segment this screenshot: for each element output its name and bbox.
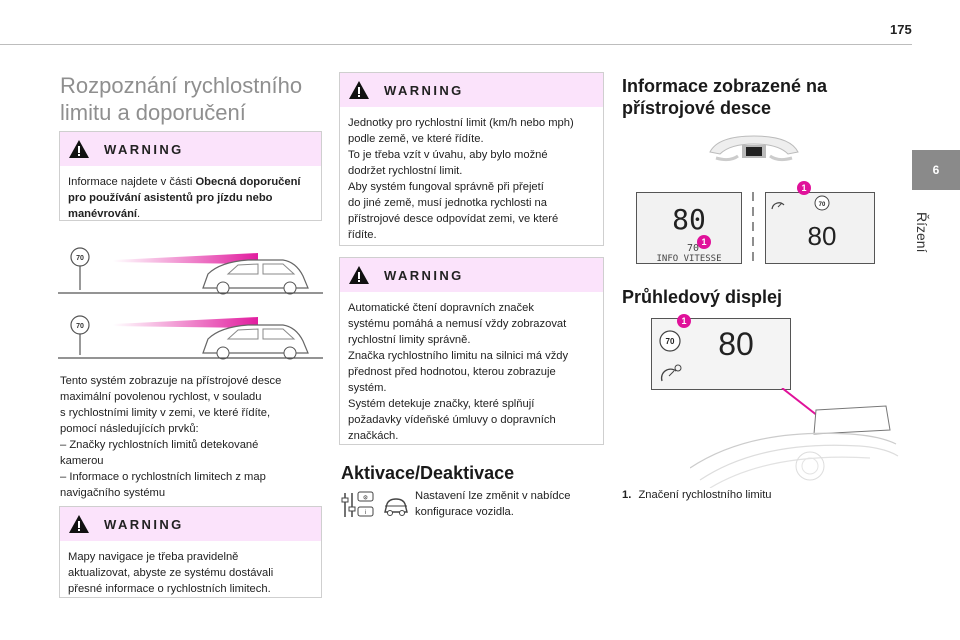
warning-title: WARNING xyxy=(104,516,184,532)
warning-text-link: Obecná doporučení pro používání asistent… xyxy=(68,176,301,220)
intro-line: s rychlostními limity v zemi, ve které ř… xyxy=(60,407,271,419)
hud-display: 70 80 xyxy=(651,318,791,390)
activation-text: Nastavení lze změnit v nabídce konfigura… xyxy=(415,488,605,520)
camera-detection-illustration-2: 70 xyxy=(58,315,323,360)
warning-triangle-icon xyxy=(69,140,89,158)
camera-detection-illustration-1: 70 xyxy=(58,247,323,295)
warning-box-general: WARNING Informace najdete v části Obecná… xyxy=(59,131,322,221)
intro-line: navigačního systému xyxy=(60,487,166,499)
hud-speed: 80 xyxy=(718,326,754,362)
warning-header: WARNING xyxy=(60,507,321,541)
figure-caption: 1. Značení rychlostního limitu xyxy=(622,489,772,501)
vehicle-settings-icon xyxy=(384,498,408,516)
dashboard-thumbnail-icon xyxy=(709,135,799,162)
warning-line: systému pomáhá a nemusí vždy zobrazovat xyxy=(348,318,567,330)
hud-heading: Průhledový displej xyxy=(622,287,783,307)
callout-marker-1: 1 xyxy=(677,314,691,328)
intro-line: – Značky rychlostních limitů detekované xyxy=(60,439,259,451)
warning-line: Jednotky pro rychlostní limit (km/h nebo… xyxy=(348,117,574,129)
cluster-left-limit: 70 xyxy=(687,243,699,254)
intro-line: kamerou xyxy=(60,455,104,467)
section-title: Rozpoznání rychlostního limitu a doporuč… xyxy=(60,72,330,126)
warning-line: požadavky vídeňské úmluvy o dopravních xyxy=(348,414,556,426)
hud-graphic: 70 80 xyxy=(659,326,754,382)
warning-box-reading: WARNING Automatické čtení dopravních zna… xyxy=(339,257,604,445)
warning-line: Aby systém fungoval správně při přejetí xyxy=(348,181,544,193)
warning-line: řídíte. xyxy=(348,229,377,241)
intro-line: Tento systém zobrazuje na přístrojové de… xyxy=(60,375,282,387)
warning-text: Mapy navigace je třeba pravidelně aktual… xyxy=(60,541,321,605)
warning-triangle-icon xyxy=(69,515,89,533)
intro-paragraph: Tento systém zobrazuje na přístrojové de… xyxy=(60,373,325,501)
intro-line: pomocí následujících prvků: xyxy=(60,423,199,435)
activation-line: Nastavení lze změnit v nabídce xyxy=(415,490,571,502)
warning-line: systém. xyxy=(348,382,387,394)
warning-title: WARNING xyxy=(384,82,464,98)
warning-line: rychlostní limity správně. xyxy=(348,334,471,346)
warning-line: podle země, ve které řídíte. xyxy=(348,133,484,145)
cluster-left-graphic: 80 70 INFO VITESSE xyxy=(656,203,721,263)
cluster-left-label: INFO VITESSE xyxy=(656,254,721,263)
warning-header: WARNING xyxy=(340,73,603,107)
cluster-right-speed: 80 xyxy=(808,221,837,251)
caption-text: Značení rychlostního limitu xyxy=(638,489,772,501)
separator-dashes xyxy=(752,192,754,264)
warning-line: značkách. xyxy=(348,430,399,442)
section-title-line2: limitu a doporučení xyxy=(60,100,246,125)
cluster-left-speed: 80 xyxy=(672,203,706,236)
warning-line: do jiné země, musí jednotka rychlosti na xyxy=(348,197,547,209)
warning-title: WARNING xyxy=(384,267,464,283)
intro-line: maximální povolenou rychlost, v souladu xyxy=(60,391,262,403)
cluster-heading-line1: Informace zobrazené na xyxy=(622,76,828,96)
cluster-heading-line2: přístrojové desce xyxy=(622,98,772,118)
warning-header: WARNING xyxy=(60,132,321,166)
callout-marker-1: 1 xyxy=(797,181,811,195)
warning-box-units: WARNING Jednotky pro rychlostní limit (k… xyxy=(339,72,604,246)
svg-text:i: i xyxy=(365,510,366,516)
cluster-display-right: 70 80 xyxy=(765,192,875,264)
hud-projection-illustration xyxy=(690,388,899,488)
warning-triangle-icon xyxy=(349,266,369,284)
warning-text: Automatické čtení dopravních značek syst… xyxy=(340,292,603,452)
page-number: 175 xyxy=(890,22,912,37)
warning-line: Značka rychlostního limitu na silnici má… xyxy=(348,350,569,362)
settings-sliders-icon: ⚙ i xyxy=(341,491,374,517)
caption-number: 1. xyxy=(622,489,632,501)
callout-marker-1: 1 xyxy=(697,235,711,249)
cluster-right-graphic: 70 80 xyxy=(771,195,837,251)
speed-sign-value: 70 xyxy=(76,323,84,330)
warning-text: Jednotky pro rychlostní limit (km/h nebo… xyxy=(340,107,603,251)
cluster-right-sign: 70 xyxy=(819,202,826,208)
warning-line: dodržet rychlostní limit. xyxy=(348,165,463,177)
hud-sign-value: 70 xyxy=(666,337,675,346)
speed-sign-value: 70 xyxy=(76,255,84,262)
activation-line: konfigurace vozidla. xyxy=(415,506,514,518)
warning-triangle-icon xyxy=(349,81,369,99)
intro-line: – Informace o rychlostních limitech z ma… xyxy=(60,471,266,483)
section-title-line1: Rozpoznání rychlostního xyxy=(60,73,303,98)
warning-line: aktualizovat, abyste ze systému dostával… xyxy=(68,567,274,579)
cluster-heading: Informace zobrazené na přístrojové desce xyxy=(622,75,892,119)
activation-heading: Aktivace/Deaktivace xyxy=(341,463,515,483)
warning-header: WARNING xyxy=(340,258,603,292)
chapter-tab[interactable]: 6 xyxy=(912,150,960,190)
warning-line: přednost před hodnotou, kterou zobrazuje xyxy=(348,366,556,378)
warning-line: To je třeba vzít v úvahu, aby bylo možné xyxy=(348,149,548,161)
svg-text:⚙: ⚙ xyxy=(363,495,368,502)
cluster-display-left: 80 70 INFO VITESSE xyxy=(636,192,742,264)
warning-text: Informace najdete v části Obecná doporuč… xyxy=(60,166,321,230)
warning-line: Mapy navigace je třeba pravidelně xyxy=(68,551,239,563)
warning-line: Automatické čtení dopravních značek xyxy=(348,302,534,314)
warning-title: WARNING xyxy=(104,141,184,157)
warning-line: přesné informace o rychlostních limitech… xyxy=(68,583,271,595)
header-rule xyxy=(0,44,912,45)
warning-text-end: . xyxy=(137,208,141,220)
warning-text-start: Informace najdete v části xyxy=(68,176,196,188)
warning-line: přístrojové desce odpovídat zemi, ve kte… xyxy=(348,213,559,225)
warning-box-maps: WARNING Mapy navigace je třeba pravideln… xyxy=(59,506,322,598)
warning-line: Systém detekuje značky, které splňují xyxy=(348,398,535,410)
chapter-title: Řízení xyxy=(914,212,930,253)
